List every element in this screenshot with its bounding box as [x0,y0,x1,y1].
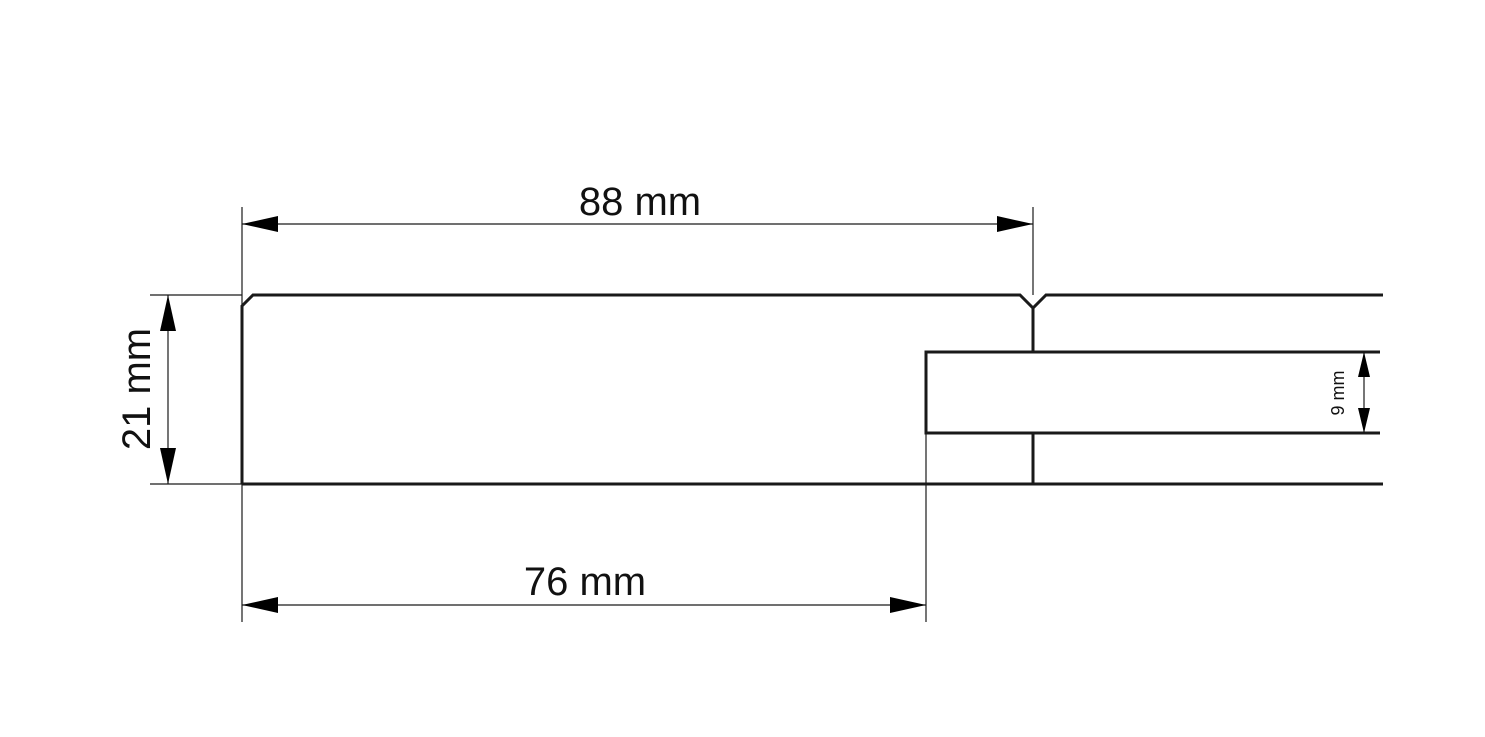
dimension-label-88: 88 mm [579,180,701,224]
dimension-label-21: 21 mm [115,328,159,450]
dimension-label-9: 9 mm [1328,371,1348,416]
arrow-right-icon [997,216,1033,232]
arrow-up-icon [1358,352,1370,377]
dimension-88mm: 88 mm [242,180,1033,232]
dimension-9mm: 9 mm [1328,352,1370,433]
arrow-left-icon [242,216,278,232]
board-outline [240,293,1383,486]
board-top-edge [240,293,1383,484]
tongue [924,350,1380,435]
dimension-21mm: 21 mm [115,295,176,484]
arrow-up-icon [160,295,176,331]
dimension-label-76: 76 mm [524,560,646,604]
dimension-76mm: 76 mm [242,560,926,613]
arrow-down-icon [1358,408,1370,433]
arrow-right-icon [890,597,926,613]
arrow-down-icon [160,448,176,484]
extension-lines [150,207,1380,622]
arrow-left-icon [242,597,278,613]
